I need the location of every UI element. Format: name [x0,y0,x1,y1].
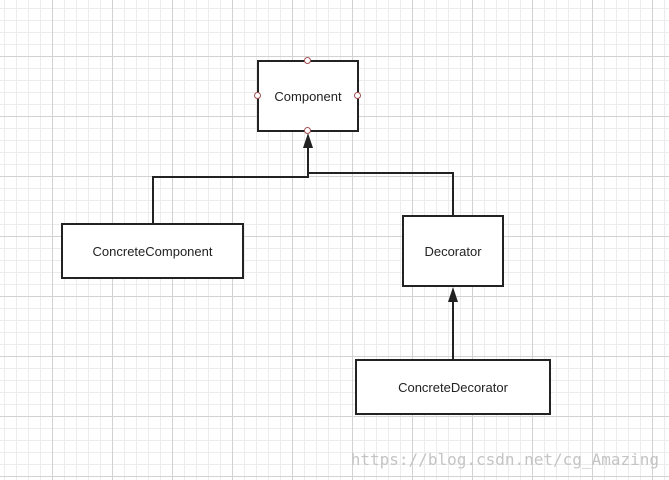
concrete-component-box[interactable]: ConcreteComponent [61,223,244,279]
concrete-decorator-box[interactable]: ConcreteDecorator [355,359,551,415]
component-top-handle[interactable] [304,57,311,64]
concrete-component-label: ConcreteComponent [92,243,213,259]
component-bottom-handle[interactable] [304,127,311,134]
arrowhead-decorator [448,287,458,302]
component-right-handle[interactable] [354,92,361,99]
decorator-label: Decorator [424,243,482,259]
component-label: Component [274,88,342,104]
watermark-text: https://blog.csdn.net/cg_Amazing [350,450,659,469]
decorator-box[interactable]: Decorator [402,215,504,287]
arrowhead-component [303,133,313,148]
edge-decorator-to-component [308,172,454,215]
component-box[interactable]: Component [257,60,359,132]
concrete-decorator-label: ConcreteDecorator [398,379,508,395]
component-left-handle[interactable] [254,92,261,99]
edge-concretecomponent-to-component [152,147,309,223]
